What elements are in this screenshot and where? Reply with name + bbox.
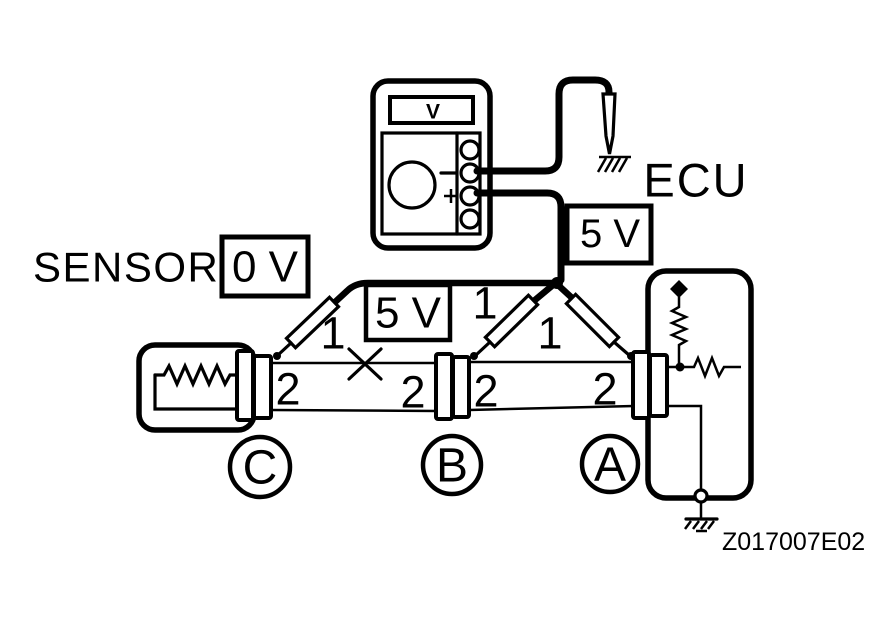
connector-a-half-right [648, 353, 669, 418]
probe-c-contact [273, 352, 281, 360]
ecu-label: ECU [643, 154, 748, 207]
probe-c-tip [276, 341, 293, 357]
probe-a-contact [627, 352, 635, 360]
connector-a-id: A [594, 439, 626, 492]
connector-b-id: B [436, 440, 468, 493]
terminal2-label-a: 2 [592, 364, 617, 415]
probe-a [564, 292, 635, 360]
connector-a [631, 350, 669, 420]
multimeter-dial [387, 160, 437, 210]
multimeter: V [370, 78, 493, 251]
connector-a-circle [579, 433, 641, 495]
connector-c-id-badge: C [227, 434, 293, 500]
probe-c [273, 295, 341, 360]
connector-b-half-left [434, 352, 454, 421]
figure-id-label: Z017007E02 [722, 528, 865, 556]
multimeter-display [388, 95, 475, 125]
terminal-labels: 1 1 1 2 2 2 2 [275, 278, 617, 418]
probe-b-cable [531, 281, 557, 304]
connector-b-id-badge: B [420, 433, 484, 497]
sensor-voltage-value: 0 V [232, 243, 299, 292]
ecu-terminal2-wire [665, 404, 703, 490]
multimeter-terminal-1 [459, 139, 481, 161]
probe-b-contact [470, 352, 478, 360]
sensor-resistor-icon [153, 362, 242, 388]
ecu-pullup-resistor-icon [668, 297, 690, 367]
connector-c-half-right [252, 354, 273, 420]
plus-terminal-icon [444, 189, 458, 203]
probe-c-cable [330, 279, 561, 307]
voltmeter-mode-label: V [426, 101, 440, 124]
terminal2-label-b-right: 2 [473, 366, 498, 417]
connector-c-half-left [235, 349, 255, 422]
terminal1-label-a: 1 [537, 308, 562, 359]
connector-c-id: C [243, 442, 278, 495]
sensor-voltage-frame [219, 234, 311, 299]
open-circuit-x-icon [347, 347, 383, 381]
terminal2-label-c: 2 [275, 364, 300, 415]
positive-lead-wire [473, 189, 565, 284]
connector-b [434, 352, 471, 421]
ecu-voltage-value: 5 V [580, 212, 640, 256]
positive-lead [273, 189, 635, 360]
connector-c-circle [227, 434, 293, 500]
harness-wires [270, 347, 635, 413]
ground-probe [601, 92, 617, 155]
ecu-supply-diamond-icon [670, 280, 688, 298]
probe-junction [551, 277, 563, 289]
sensor-label: SENSOR [33, 244, 219, 291]
ecu-case-ground-terminal [693, 488, 709, 504]
probe-b [470, 293, 540, 360]
sensor-voltage-box: 0 V [219, 234, 311, 299]
ecu-junction-dot [675, 362, 685, 372]
harness-wire2-b-a [468, 404, 635, 412]
negative-lead [473, 76, 631, 175]
multimeter-terminal-4 [459, 208, 481, 230]
connector-b-half-right [451, 355, 471, 419]
body-ground-icon [596, 155, 631, 173]
connector-b-circle [420, 433, 484, 497]
harness-voltage-box: 5 V [363, 282, 453, 343]
sensor-loop-wire [153, 373, 242, 411]
terminal1-label-b: 1 [472, 278, 497, 329]
probe-a-body [564, 292, 621, 349]
harness-voltage-frame [363, 282, 453, 343]
ecu [645, 268, 754, 533]
probe-a-tip [612, 340, 631, 357]
connector-c [235, 349, 273, 422]
probe-c-body [284, 295, 341, 350]
connector-a-id-badge: A [579, 433, 641, 495]
ecu-ground-icon [684, 517, 719, 533]
probe-b-body [483, 293, 540, 349]
ecu-series-resistor-icon [665, 354, 741, 380]
terminal1-label-c: 1 [320, 308, 345, 359]
harness-voltage-value: 5 V [375, 289, 442, 338]
ecu-voltage-frame [564, 203, 654, 266]
connector-a-half-left [631, 350, 651, 420]
negative-lead-wire [473, 76, 613, 175]
probe-b-tip [474, 340, 492, 357]
harness-wire2-c-b [270, 408, 438, 413]
ecu-voltage-box: 5 V [564, 203, 654, 266]
terminal2-label-b-left: 2 [400, 367, 425, 418]
